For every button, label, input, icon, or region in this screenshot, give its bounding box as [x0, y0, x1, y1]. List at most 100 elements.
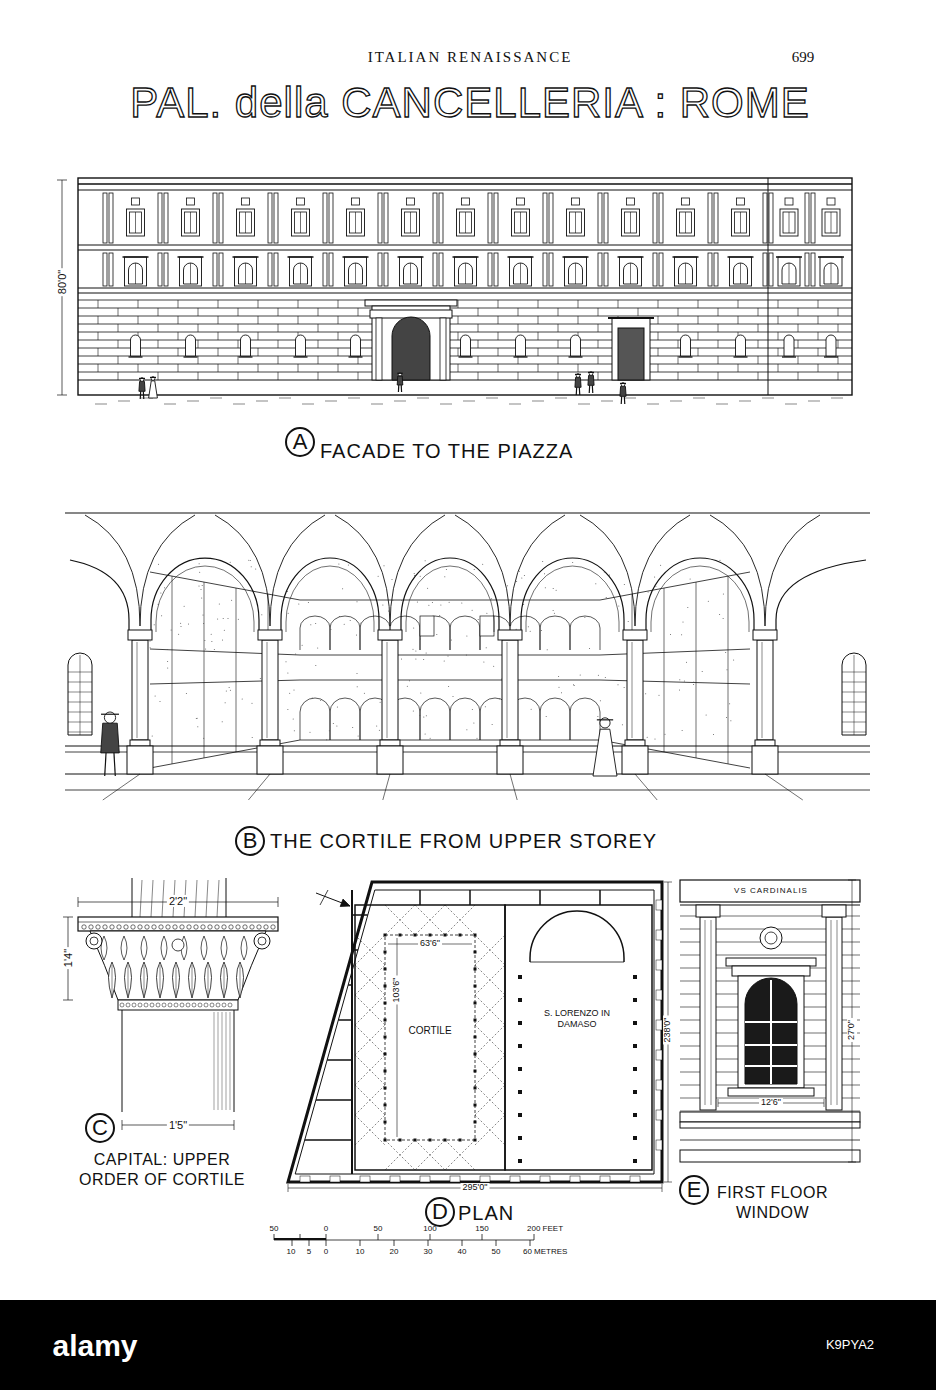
vault-line	[355, 965, 385, 995]
stipple-dot	[336, 726, 337, 727]
stipple-dot	[609, 575, 610, 576]
drawing-circle	[222, 1003, 226, 1007]
drawing-line	[658, 348, 659, 356]
drawing-line	[718, 340, 719, 348]
column-dot	[474, 1087, 477, 1090]
drawing-rect	[127, 746, 153, 774]
stipple-dot	[184, 606, 185, 607]
column-dot	[633, 1113, 637, 1117]
stipple-dot	[606, 597, 607, 598]
drawing-line	[678, 356, 679, 364]
drawing-circle	[198, 1003, 202, 1007]
stipple-dot	[167, 649, 168, 650]
drawing-rect	[295, 212, 307, 233]
drawing-line	[204, 582, 205, 758]
column-dot	[429, 934, 432, 937]
drawing-rect	[268, 193, 272, 243]
drawing-circle	[126, 1003, 130, 1007]
drawing-line	[658, 332, 659, 340]
drawing-rect	[696, 905, 720, 917]
drawing-path	[189, 962, 196, 998]
drawing-line	[798, 308, 799, 316]
drawing-rect	[390, 1176, 400, 1182]
drawing-line	[238, 324, 239, 332]
vault-line	[475, 1055, 505, 1085]
drawing-line	[410, 212, 411, 233]
drawing-rect	[732, 966, 810, 976]
drawing-line	[300, 740, 600, 741]
stipple-dot	[618, 606, 619, 607]
drawing-line	[230, 1012, 231, 1110]
drawing-rect	[130, 212, 142, 233]
stipple-dot	[553, 610, 554, 611]
drawing-line	[394, 401, 406, 402]
drawing-rect	[407, 198, 415, 205]
drawing-line	[327, 1059, 352, 1061]
drawing-line	[758, 356, 759, 364]
drawing-line	[738, 316, 739, 324]
drawing-rect	[620, 257, 642, 286]
drawing-line	[608, 317, 654, 319]
drawing-line	[178, 348, 179, 356]
drawing-rect	[517, 198, 525, 205]
stipple-dot	[461, 603, 462, 604]
drawing-line	[530, 962, 624, 963]
stipple-dot	[150, 641, 151, 642]
vault-line	[415, 1140, 445, 1170]
stipple-dot	[315, 665, 316, 666]
stipple-dot	[357, 686, 358, 687]
drawing-line	[465, 212, 466, 233]
plan-drawing	[274, 882, 672, 1246]
stipple-dot	[197, 718, 198, 719]
vault-line	[355, 1025, 385, 1055]
stipple-dot	[160, 592, 161, 593]
drawing-line	[98, 332, 99, 340]
drawing-line	[233, 256, 259, 258]
drawing-rect	[600, 1176, 610, 1182]
drawing-line	[618, 256, 644, 258]
stipple-dot	[546, 716, 547, 717]
drawing-path	[710, 515, 765, 626]
drawing-circle	[192, 1003, 196, 1007]
drawing-path	[173, 962, 180, 998]
cortile-outline	[385, 935, 475, 1140]
drawing-line	[95, 404, 107, 405]
drawing-line	[728, 576, 729, 764]
stipple-dot	[171, 630, 172, 631]
drawing-line	[693, 398, 705, 399]
drawing-circle	[250, 925, 254, 929]
drawing-line	[288, 256, 314, 258]
drawing-line	[778, 348, 779, 356]
drawing-line	[279, 398, 291, 399]
drawing-line	[647, 404, 659, 405]
drawing-rect	[625, 212, 637, 233]
figure-letter-circle: E	[679, 1175, 709, 1205]
drawing-line	[598, 324, 599, 332]
stipple-dot	[329, 730, 330, 731]
drawing-path	[151, 558, 259, 632]
drawing-line	[658, 364, 659, 372]
column-dot	[384, 985, 387, 988]
vault-line	[475, 935, 505, 965]
drawing-line	[387, 642, 388, 738]
stipple-dot	[727, 669, 728, 670]
drawing-rect	[622, 746, 648, 774]
stipple-dot	[516, 581, 517, 582]
column-dot	[459, 934, 462, 937]
drawing-line	[195, 880, 197, 917]
vault-line	[385, 905, 415, 935]
drawing-rect	[262, 640, 278, 740]
drawing-line	[208, 965, 209, 995]
drawing-path	[651, 566, 749, 632]
drawing-rect	[462, 198, 470, 205]
stipple-dot	[654, 576, 655, 577]
drawing-line	[578, 364, 579, 372]
drawing-line	[664, 882, 672, 883]
column-dot	[429, 1139, 432, 1142]
drawing-line	[302, 404, 314, 405]
stipple-dot	[164, 587, 165, 588]
drawing-rect	[783, 212, 795, 233]
stipple-dot	[466, 729, 467, 730]
column-dot	[474, 1002, 477, 1005]
drawing-line	[397, 373, 402, 374]
